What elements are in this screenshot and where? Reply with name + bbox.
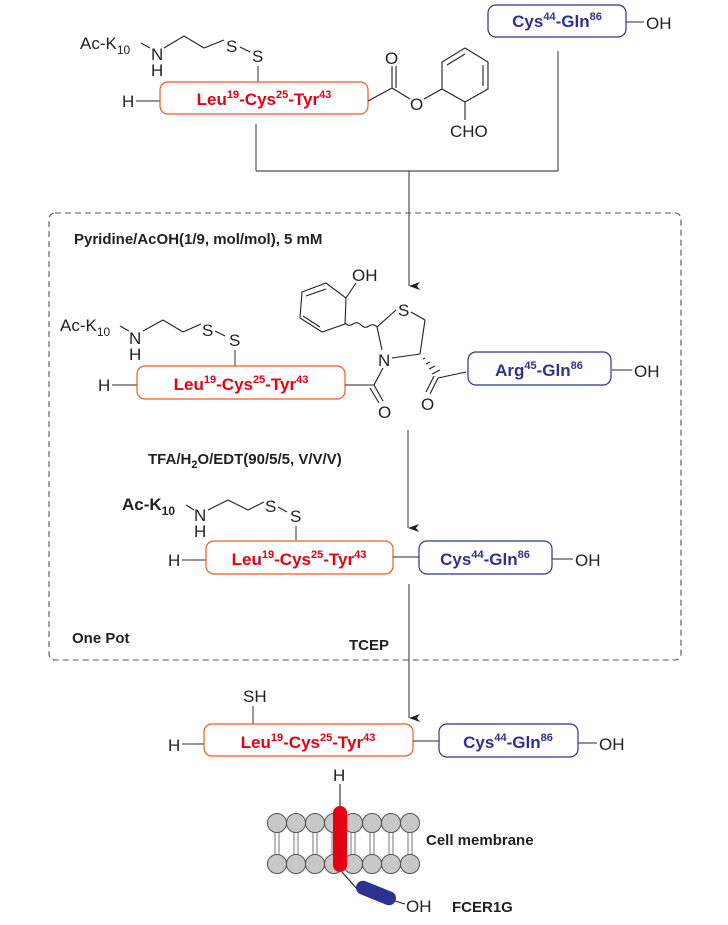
final-product: SH H Leu19-Cys25-Tyr43 Cys44-Gln86 OH — [168, 687, 625, 758]
sulfur-6: S — [290, 507, 301, 526]
red-peptide-box-1 — [159, 81, 369, 115]
lipid-head-inner — [400, 854, 420, 874]
starting-peptide-salicylaldehyde-ester: Ac-K10 N H S S H Leu19-Cys25-Tyr43 O O C… — [80, 34, 489, 141]
condition-step-2: TFA/H2O/EDT(90/5/5, V/V/V) — [148, 451, 342, 471]
sulfur-5: S — [265, 497, 276, 516]
lipid-head-outer — [362, 813, 382, 833]
phenol-oh: OH — [352, 266, 378, 285]
cell-membrane-label: Cell membrane — [426, 832, 534, 849]
sulfur-4: S — [229, 331, 240, 350]
fcer1g-label: FCER1G — [452, 899, 513, 916]
condition-step-1: Pyridine/AcOH(1/9, mol/mol), 5 mM — [74, 231, 322, 248]
amide-o-2: O — [421, 395, 434, 414]
free-thiol-sh: SH — [243, 687, 267, 706]
starting-peptide-cys44-gln86: Cys44-Gln86 OH — [487, 4, 672, 38]
amine-n-3: N — [194, 506, 206, 525]
red-peptide-label-1: Leu19-Cys25-Tyr43 — [197, 89, 332, 109]
amine-n: N — [151, 45, 163, 64]
ac-k10-label-2: Ac-K10 — [60, 316, 111, 339]
lipid-head-outer — [267, 813, 287, 833]
one-pot-box — [48, 212, 682, 661]
amine-n-2: N — [129, 329, 141, 348]
sulfur-3: S — [202, 321, 213, 340]
merge-connector — [255, 51, 559, 290]
lipid-head-outer — [400, 813, 420, 833]
hashed-bond — [422, 357, 441, 375]
amine-h: H — [151, 61, 163, 80]
red-peptide-box-2 — [136, 365, 346, 400]
lipid-head-inner — [286, 854, 306, 874]
lipid-head-inner — [305, 854, 325, 874]
blue-peptide-label-1: Cys44-Gln86 — [512, 11, 602, 31]
carbonyl-o: O — [385, 49, 398, 68]
ester-o: O — [410, 95, 423, 114]
lipid-head-inner — [362, 854, 382, 874]
blue-peptide-box-3 — [418, 540, 553, 575]
n-terminal-h-2: H — [98, 376, 110, 395]
n-terminal-h-3: H — [168, 551, 180, 570]
transmembrane-helix — [333, 806, 347, 872]
blue-peptide-box-4 — [438, 723, 579, 758]
ac-k10-label-3: Ac-K10 — [122, 495, 175, 518]
blue-peptide-label-3: Cys44-Gln86 — [440, 549, 530, 569]
blue-peptide-box-1 — [487, 4, 627, 38]
thiazolidine-s: S — [398, 301, 409, 320]
ac-k10-label: Ac-K10 — [80, 34, 131, 57]
lipid-head-outer — [305, 813, 325, 833]
amine-h-3: H — [194, 522, 206, 541]
c-terminal-oh-1: OH — [646, 14, 672, 33]
c-terminal-oh-2: OH — [634, 362, 660, 381]
blue-peptide-label-arg: Arg45-Gln86 — [495, 360, 583, 380]
amine-h-2: H — [129, 345, 141, 364]
ligated-product-disulfide: Ac-K10 N H S S H Leu19-Cys25-Tyr43 Cys44… — [122, 495, 601, 575]
lipid-head-outer — [286, 813, 306, 833]
c-terminal-oh-4: OH — [599, 735, 625, 754]
blue-peptide-box-arg — [467, 351, 612, 386]
aldehyde-cho: CHO — [450, 122, 488, 141]
condition-step-3: TCEP — [349, 637, 389, 654]
lipid-head-inner — [381, 854, 401, 874]
red-peptide-label-3: Leu19-Cys25-Tyr43 — [232, 549, 367, 569]
n-terminal-h: H — [122, 92, 134, 111]
lipid-head-outer — [381, 813, 401, 833]
red-peptide-box-4 — [203, 723, 414, 757]
blue-peptide-label-4: Cys44-Gln86 — [463, 732, 553, 752]
n-terminal-h-4: H — [168, 736, 180, 755]
lipid-head-inner — [267, 854, 287, 874]
cytoplasmic-domain — [356, 880, 396, 906]
sulfur-1: S — [226, 37, 237, 56]
membrane-protein-h: H — [333, 766, 345, 785]
thiazolidine-n: N — [378, 351, 390, 370]
red-peptide-label-2: Leu19-Cys25-Tyr43 — [174, 374, 309, 394]
c-terminal-oh-3: OH — [575, 551, 601, 570]
wavy-bond — [344, 322, 378, 328]
one-pot-label: One Pot — [72, 630, 130, 647]
red-peptide-label-4: Leu19-Cys25-Tyr43 — [241, 732, 376, 752]
membrane-protein-oh: OH — [406, 897, 432, 916]
benzene-ring — [441, 47, 489, 103]
amide-o-1: O — [378, 403, 391, 422]
sulfur-2: S — [252, 47, 263, 66]
cell-membrane-illustration — [267, 813, 420, 874]
thiazolidine-intermediate: Ac-K10 N H S S H Leu19-Cys25-Tyr43 O N S… — [60, 266, 660, 422]
